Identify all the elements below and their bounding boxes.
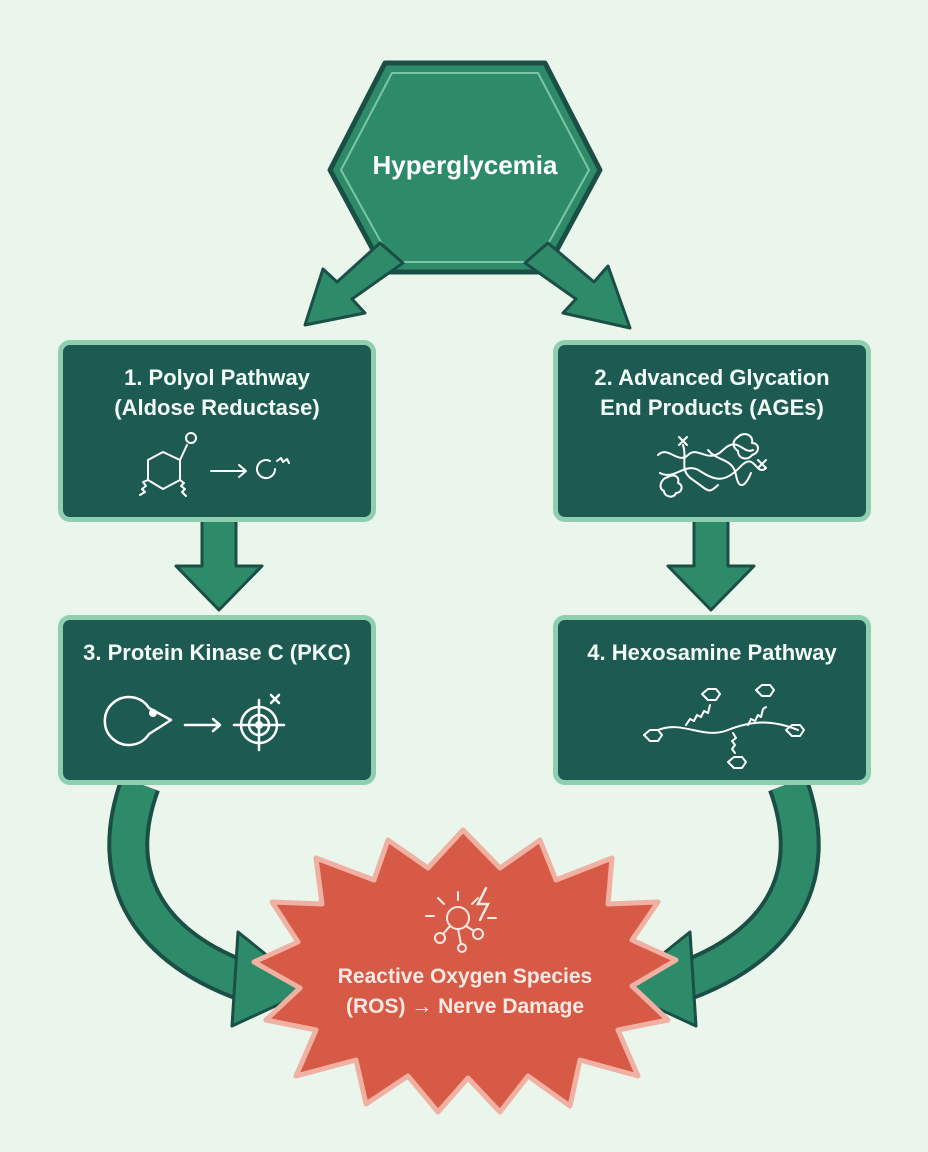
polyol-conversion-icon [139,432,290,497]
hexosamine-box: 4. Hexosamine Pathway [553,615,871,785]
pkc-title-line1: 3. Protein Kinase C (PKC) [83,640,351,665]
polyol-pathway-box: 1. Polyol Pathway (Aldose Reductase) [58,340,376,522]
arrow-to-polyol [303,241,405,327]
enzyme-target-icon [103,693,286,752]
ages-box: 2. Advanced Glycation End Products (AGEs… [553,340,871,522]
polyol-title-line2: (Aldose Reductase) [114,395,320,420]
arrow-polyol-to-pkc [174,518,264,612]
arrow-to-ages [523,241,632,330]
polyol-title: 1. Polyol Pathway (Aldose Reductase) [63,363,371,423]
hexosamine-title: 4. Hexosamine Pathway [558,638,866,668]
pkc-title: 3. Protein Kinase C (PKC) [63,638,371,668]
pkc-box: 3. Protein Kinase C (PKC) [58,615,376,785]
ros-label: Reactive Oxygen Species (ROS) → Nerve Da… [300,962,630,1022]
arrow-hexosamine-to-ros [616,776,821,1028]
ages-title-line2: End Products (AGEs) [600,395,824,420]
glycated-proteins-icon [657,433,767,498]
hexosamine-title-line1: 4. Hexosamine Pathway [587,640,837,665]
ages-title: 2. Advanced Glycation End Products (AGEs… [558,363,866,423]
hexosamine-chain-icon [643,684,805,769]
radical-burst-icon [425,886,497,953]
ros-burst [251,827,679,1115]
ros-label-line2: (ROS) → Nerve Damage [345,995,585,1018]
ros-label-line1: Reactive Oxygen Species [337,965,593,988]
ages-title-line1: 2. Advanced Glycation [594,365,830,390]
polyol-title-line1: 1. Polyol Pathway [124,365,310,390]
arrow-ages-to-hexosamine [666,518,756,612]
hyperglycemia-label: Hyperglycemia [372,150,558,180]
arrow-pkc-to-ros [107,776,312,1028]
